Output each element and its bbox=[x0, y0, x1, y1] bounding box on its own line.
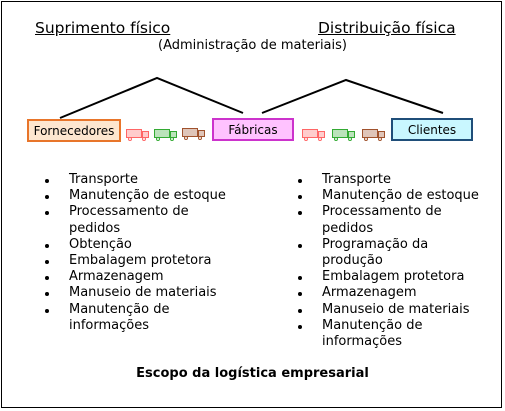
activity-item: Processamento de pedidos bbox=[298, 204, 493, 236]
heading-physical-supply: Suprimento físico bbox=[35, 19, 171, 37]
truck-icon bbox=[332, 129, 356, 141]
activity-item: Manutenção de estoque bbox=[45, 188, 235, 204]
activity-item: Armazenagem bbox=[298, 285, 493, 301]
customers-box: Clientes bbox=[391, 118, 473, 141]
activity-item: Manutenção de estoque bbox=[298, 188, 493, 204]
suppliers-label: Fornecedores bbox=[33, 123, 115, 138]
activity-item: Obtenção bbox=[45, 237, 235, 253]
activity-item: Processamento de pedidos bbox=[45, 204, 235, 236]
activity-item: Embalagem protetora bbox=[45, 253, 235, 269]
activity-item: Transporte bbox=[45, 172, 235, 188]
truck-icon bbox=[154, 129, 178, 141]
activity-item: Manuseio de materiais bbox=[298, 302, 493, 318]
factories-box: Fábricas bbox=[212, 118, 294, 141]
supply-scope-bracket bbox=[59, 76, 244, 119]
activity-item: Armazenagem bbox=[45, 269, 235, 285]
customers-label: Clientes bbox=[407, 122, 457, 137]
activity-item: Manuseio de materiais bbox=[45, 285, 235, 301]
distribution-scope-bracket bbox=[261, 78, 444, 114]
figure-caption: Escopo da logística empresarial bbox=[136, 366, 369, 381]
truck-icon bbox=[362, 129, 386, 141]
subtitle-materials-management: (Administração de materiais) bbox=[158, 38, 347, 53]
heading-physical-distribution: Distribuição física bbox=[318, 19, 456, 37]
activity-item: Embalagem protetora bbox=[298, 269, 493, 285]
suppliers-box: Fornecedores bbox=[27, 119, 121, 142]
truck-icon bbox=[182, 128, 206, 140]
truck-icon bbox=[302, 129, 326, 141]
activity-item: Transporte bbox=[298, 172, 493, 188]
truck-icon bbox=[126, 129, 150, 141]
factories-label: Fábricas bbox=[228, 122, 278, 137]
activity-item: Manutenção de informações bbox=[45, 302, 235, 334]
activity-item: Manutenção de informações bbox=[298, 318, 493, 350]
activity-item: Programação da produção bbox=[298, 237, 493, 269]
